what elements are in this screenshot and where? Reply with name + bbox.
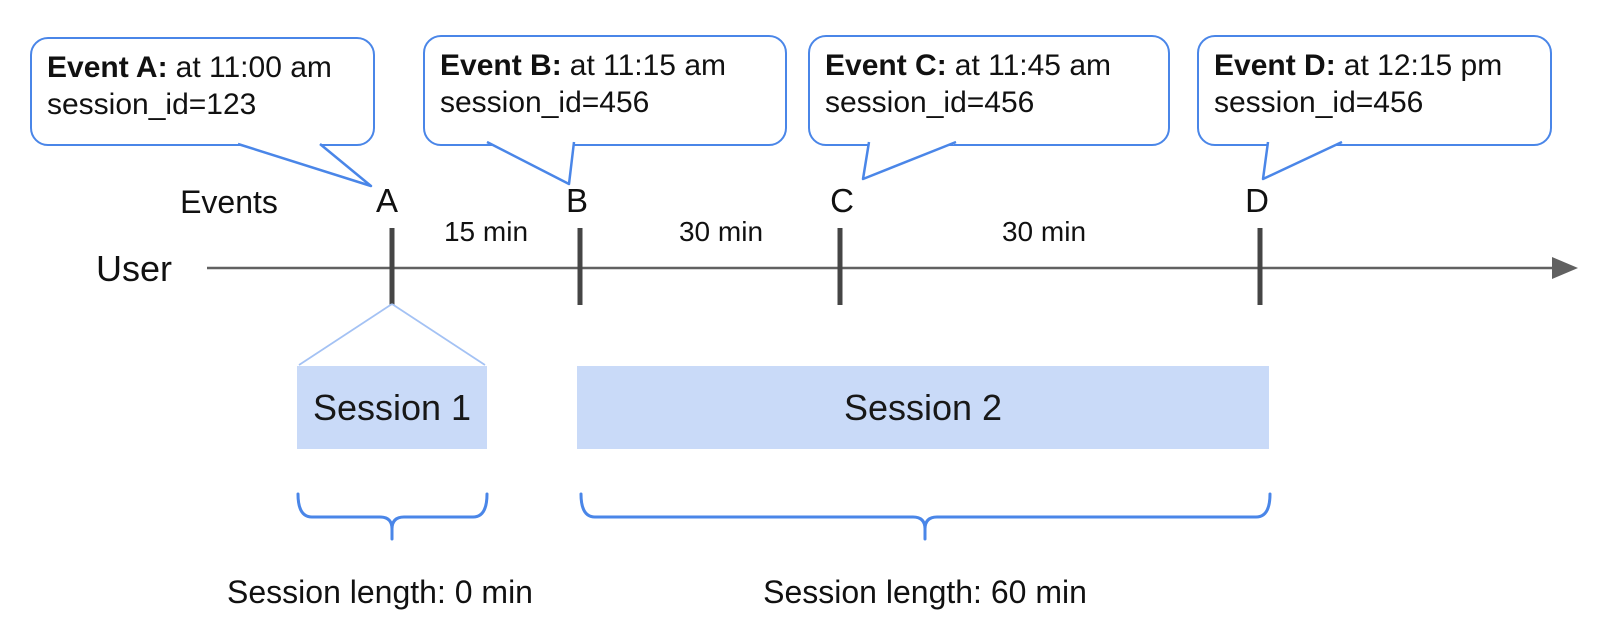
callout-event-d-time: at 12:15 pm bbox=[1343, 49, 1503, 82]
callout-event-a-session: session_id=123 bbox=[47, 88, 257, 121]
session-length-label-1: Session length: 0 min bbox=[227, 574, 533, 610]
callout-event-c-session: session_id=456 bbox=[825, 86, 1035, 119]
callout-event-a-time: at 11:00 am bbox=[175, 51, 332, 84]
callout-tail-d bbox=[1261, 140, 1343, 181]
callout-event-d-title: Event D: bbox=[1214, 49, 1336, 82]
interval-label-2: 30 min bbox=[678, 216, 764, 247]
callout-event-c-title: Event C: bbox=[825, 49, 947, 82]
events-axis-label: Events bbox=[180, 184, 278, 220]
callout-event-a-title: Event A: bbox=[47, 51, 168, 84]
session-bar-2-label: Session 2 bbox=[843, 386, 1003, 428]
callout-event-b-line1: Event B:at 11:15 am bbox=[440, 47, 771, 84]
callout-event-b-title: Event B: bbox=[440, 49, 562, 82]
callout-event-c: Event C:at 11:45 am session_id=456 bbox=[808, 35, 1170, 146]
session1-funnel-lines bbox=[298, 303, 486, 366]
callout-tail-c bbox=[861, 140, 957, 181]
callout-event-b-session: session_id=456 bbox=[440, 86, 650, 119]
callout-tail-b bbox=[486, 140, 576, 186]
session-bar-1-label: Session 1 bbox=[312, 386, 472, 428]
timeline-arrowhead-icon bbox=[1552, 257, 1578, 279]
callout-event-d-session: session_id=456 bbox=[1214, 86, 1424, 119]
user-axis-label: User bbox=[96, 248, 173, 289]
event-marker-c: C bbox=[830, 182, 854, 219]
session-bar-1: Session 1 bbox=[297, 366, 487, 449]
callout-event-b-time: at 11:15 am bbox=[569, 49, 726, 82]
session-bar-2: Session 2 bbox=[577, 366, 1269, 449]
callout-event-c-line1: Event C:at 11:45 am bbox=[825, 47, 1154, 84]
callout-event-a: Event A:at 11:00 am session_id=123 bbox=[30, 37, 375, 146]
event-marker-a: A bbox=[375, 182, 399, 219]
callout-event-d-line1: Event D:at 12:15 pm bbox=[1214, 47, 1536, 84]
brace-session-2 bbox=[579, 492, 1272, 541]
event-marker-d: D bbox=[1245, 182, 1269, 219]
interval-label-1: 15 min bbox=[443, 216, 529, 247]
callout-tail-a bbox=[237, 142, 373, 188]
interval-label-3: 30 min bbox=[1001, 216, 1087, 247]
callout-event-d: Event D:at 12:15 pm session_id=456 bbox=[1197, 35, 1552, 146]
callout-event-c-time: at 11:45 am bbox=[954, 49, 1111, 82]
callout-event-b: Event B:at 11:15 am session_id=456 bbox=[423, 35, 787, 146]
callout-event-a-line1: Event A:at 11:00 am bbox=[47, 49, 359, 86]
brace-session-1 bbox=[296, 492, 489, 541]
session-length-label-2: Session length: 60 min bbox=[763, 574, 1087, 610]
event-marker-b: B bbox=[565, 182, 589, 219]
